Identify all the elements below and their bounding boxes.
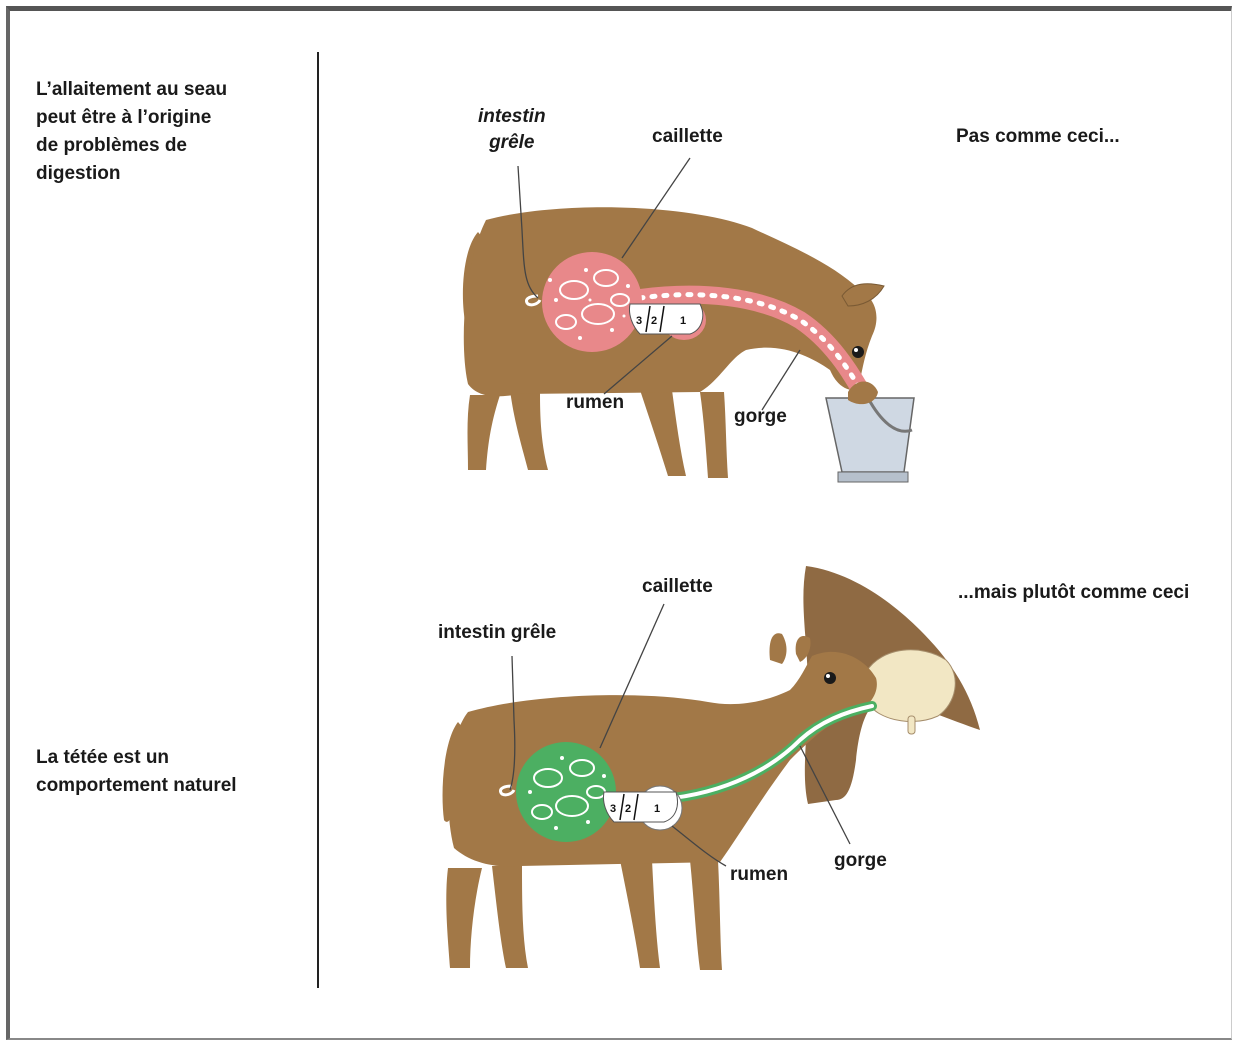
top-calf-leg-front-far [640, 390, 686, 476]
top-calf-leg-front-near [700, 392, 728, 478]
top-num-3: 3 [636, 315, 642, 327]
top-calf-eye [852, 346, 864, 358]
top-label-gorge: gorge [734, 404, 787, 430]
cow-udder [863, 650, 955, 722]
top-calf-leg-back-far [468, 395, 501, 470]
top-num-1: 1 [680, 315, 686, 327]
top-calf-leg-back-near [510, 388, 548, 470]
top-label-rumen: rumen [566, 390, 624, 416]
bottom-calf-eye [824, 672, 836, 684]
bottom-label-intestin: intestin grêle [438, 620, 556, 646]
top-label-intestin: intestin grêle [478, 104, 546, 156]
bottom-num-3: 3 [610, 803, 616, 815]
bottom-label-caillette: caillette [642, 574, 713, 600]
top-label-caillette: caillette [652, 124, 723, 150]
top-num-2: 2 [651, 315, 657, 327]
top-calf-figure: 3 2 1 [463, 158, 914, 482]
cow-teat [908, 716, 915, 734]
bucket [826, 398, 914, 472]
bottom-label-gorge: gorge [834, 848, 887, 874]
bottom-num-1: 1 [654, 803, 660, 815]
top-abomasum [542, 252, 642, 352]
bottom-num-2: 2 [625, 803, 631, 815]
bottom-label-rumen: rumen [730, 862, 788, 888]
